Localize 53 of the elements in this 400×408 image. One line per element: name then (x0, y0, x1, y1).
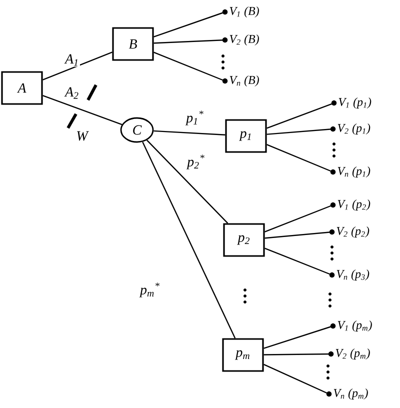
edge-label: A$_{1}$ (64, 53, 80, 67)
node-label: V$_{2}$ (p$_{1}$) (338, 124, 370, 134)
connector-line (264, 231, 332, 239)
node-label: V$_{1}$ (p$_{m}$) (338, 320, 372, 332)
edge-label: p$_{m}$* (139, 282, 161, 298)
process-box: A (1, 71, 43, 105)
node-label: V$_{1}$ (p$_{1}$) (338, 98, 372, 108)
connector-line (154, 52, 226, 82)
connector-line (266, 144, 334, 173)
edge-label: p$_{1}$* (185, 110, 205, 126)
node-label: V$_{n}$ (p$_{1}$) (338, 166, 370, 178)
circle-node: C (120, 117, 154, 143)
leaf-node: V$_{1}$ (p$_{m}$) (330, 320, 372, 332)
node-label: V$_{1}$ (B) (230, 6, 259, 18)
node-label: V$_{2}$ (p$_{m}$) (336, 348, 370, 360)
connector-line (266, 102, 334, 129)
node-label: V$_{n}$ (p$_{m}$) (334, 388, 368, 400)
connector-line (264, 204, 334, 232)
node-label: V$_{1}$ (p$_{2}$) (338, 200, 370, 210)
label-text: W (77, 131, 89, 141)
connector-line (264, 325, 334, 349)
edge-label: p$_{2}$* (186, 154, 206, 170)
leaf-node: V$_{2}$ (B) (222, 34, 259, 46)
leaf-node: V$_{n}$ (B) (222, 76, 259, 86)
connector-line (42, 52, 112, 80)
process-box: p$_{2}$ (223, 223, 265, 257)
node-label: V$_{2}$ (p$_{2}$) (336, 226, 370, 238)
connector-line (264, 248, 332, 276)
connector-line (154, 130, 226, 136)
leaf-node: V$_{1}$ (B) (222, 6, 259, 18)
process-box: p$_{m}$ (222, 338, 264, 372)
connector-line (146, 140, 228, 224)
leaf-node: V$_{n}$ (p$_{m}$) (326, 388, 368, 400)
connector-line (154, 39, 226, 44)
leaf-node: V$_{1}$ (p$_{2}$) (330, 200, 370, 210)
node-label: V$_{2}$ (B) (230, 34, 259, 46)
process-box: B (112, 27, 154, 61)
node-label: V$_{n}$ (B) (230, 76, 259, 86)
node-label: V$_{n}$ (p$_{3}$) (336, 270, 370, 280)
edge-label: A$_{2}$ (64, 86, 80, 100)
connector-line (142, 142, 236, 338)
process-box: p$_{1}$ (225, 119, 267, 153)
connector-line (264, 353, 332, 356)
connector-line (42, 95, 122, 126)
connector-line (154, 11, 226, 38)
leaf-node: V$_{n}$ (p$_{1}$) (330, 166, 370, 178)
connector-line (266, 128, 334, 135)
leaf-node: V$_{2}$ (p$_{m}$) (328, 348, 370, 360)
leaf-node: V$_{2}$ (p$_{1}$) (330, 124, 370, 134)
leaf-node: V$_{2}$ (p$_{2}$) (329, 226, 370, 238)
connector-line (264, 364, 330, 395)
leaf-node: V$_{1}$ (p$_{1}$) (331, 98, 372, 108)
leaf-node: V$_{n}$ (p$_{3}$) (329, 270, 370, 280)
